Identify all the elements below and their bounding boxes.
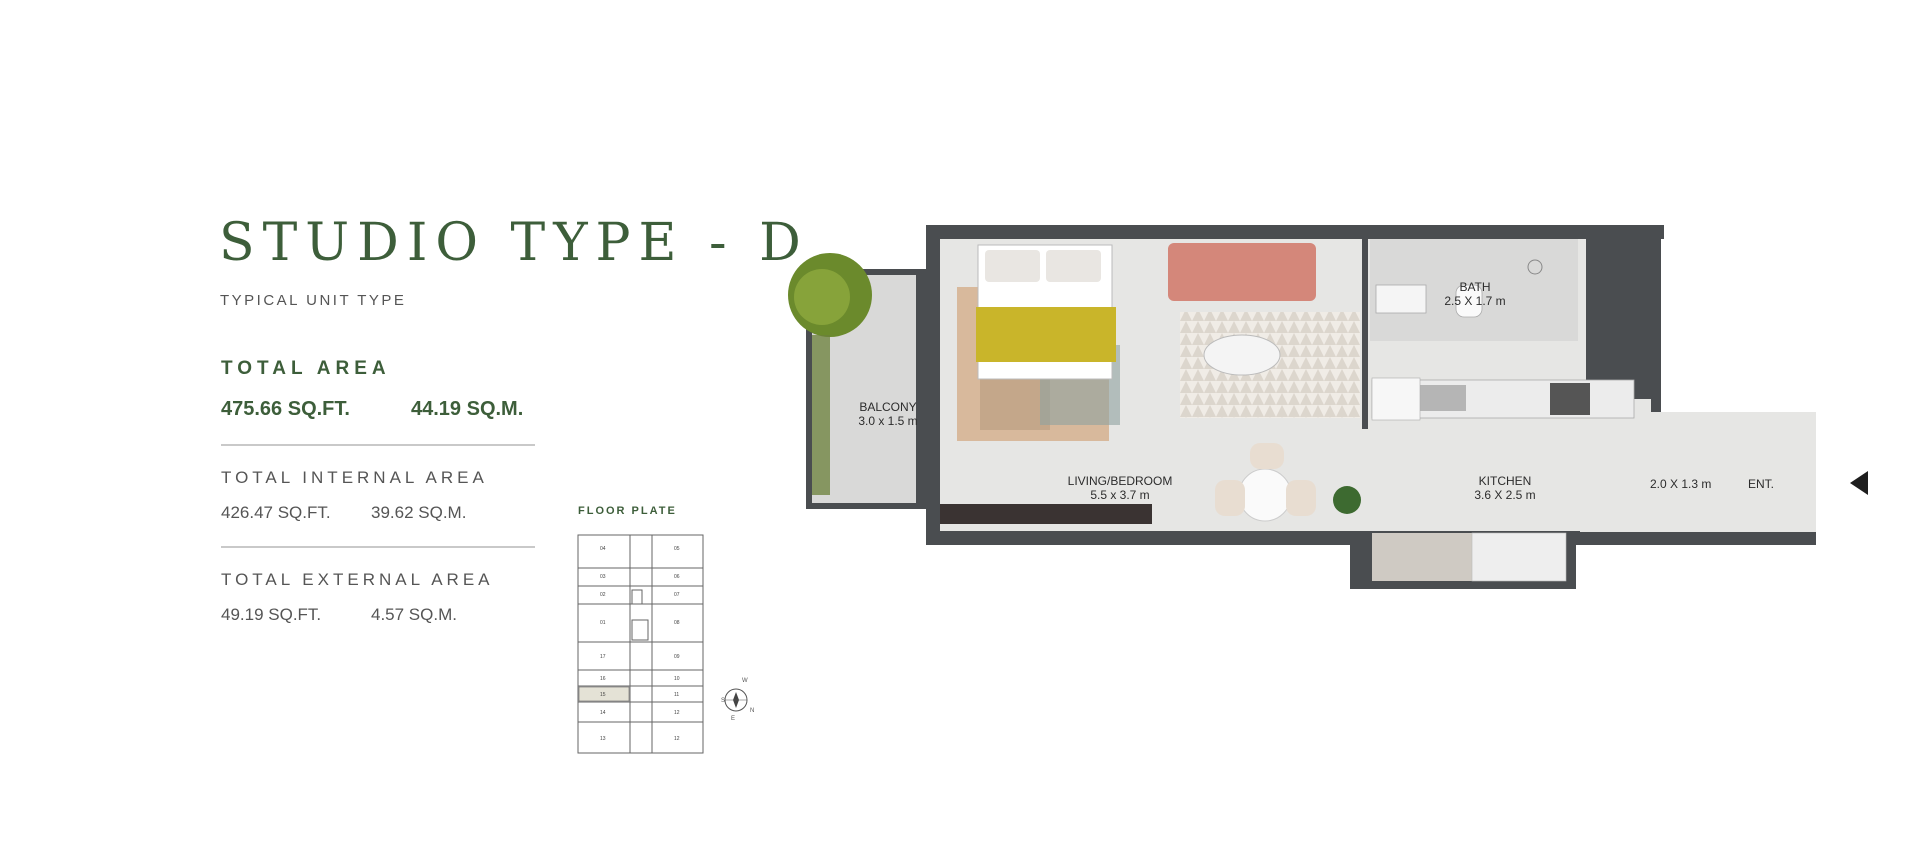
room-name: KITCHEN: [1478, 474, 1532, 488]
room-name: BALCONY: [859, 400, 917, 414]
pillow: [985, 250, 1040, 282]
plant-icon: [1333, 486, 1361, 514]
internal-area-sqft: 426.47 SQ.FT.: [221, 503, 331, 522]
floor-plate-unit-number: 08: [674, 620, 680, 626]
floor-plate-unit-number: 02: [600, 592, 606, 598]
studio-floor-plan: [788, 225, 1870, 595]
room-dims: 3.6 X 2.5 m: [1474, 488, 1536, 502]
room-dims: 2.5 X 1.7 m: [1444, 294, 1506, 308]
floor-plate-unit-number: 13: [600, 736, 606, 742]
floor-plate-unit-number: 16: [600, 676, 606, 682]
breakfast-bar: [1372, 533, 1472, 581]
room-name: LIVING/BEDROOM: [1067, 474, 1173, 488]
dining-table: [1238, 468, 1292, 522]
floor-plate-unit-number: 01: [600, 620, 606, 626]
kitchen-label: KITCHEN 3.6 X 2.5 m: [1460, 474, 1550, 502]
entrance-dims-label: 2.0 X 1.3 m: [1650, 477, 1712, 491]
room-dims: 5.5 x 3.7 m: [1090, 488, 1150, 502]
chair: [1286, 480, 1316, 516]
floor-plate-label: FLOOR PLATE: [578, 505, 677, 517]
external-area-sqft: 49.19 SQ.FT.: [221, 605, 322, 624]
floor-plate-unit-number: 12: [674, 710, 680, 716]
entrance-arrow-icon: [1850, 471, 1868, 495]
coffee-table: [1203, 334, 1281, 376]
total-area-sqm: 44.19 SQ.M.: [411, 398, 524, 420]
highlighted-unit: [578, 686, 630, 702]
floor-plate-unit-number: 15: [600, 692, 606, 698]
external-area-heading: TOTAL EXTERNAL AREA: [221, 570, 494, 589]
floor-plate-unit-number: 12: [674, 736, 680, 742]
total-area-heading: TOTAL AREA: [221, 358, 391, 379]
floor-plate-unit-number: 14: [600, 710, 606, 716]
sofa: [1168, 243, 1316, 301]
divider: [221, 546, 535, 548]
compass-icon: [724, 688, 748, 712]
entrance-label: ENT.: [1748, 477, 1775, 491]
hob: [1550, 383, 1590, 415]
throw-blanket: [976, 307, 1116, 362]
internal-area-heading: TOTAL INTERNAL AREA: [221, 468, 488, 487]
room-name: BATH: [1459, 280, 1491, 294]
unit-type-subtitle: TYPICAL UNIT TYPE: [220, 292, 407, 309]
internal-area-sqm: 39.62 SQ.M.: [371, 503, 467, 522]
floor-plate-diagram: 04 05 03 06 02 07 01 08 17 09 16 10 15 11 14 12 13 12 W S…: [577, 534, 754, 754]
floor-plate-unit-number: 07: [674, 592, 680, 598]
chair: [1215, 480, 1245, 516]
floor-plate-unit-number: 06: [674, 574, 680, 580]
page-title: STUDIO TYPE - D: [219, 213, 809, 273]
divider: [221, 444, 535, 446]
balcony-label: BALCONY 3.0 x 1.5 m: [848, 400, 928, 428]
external-area-sqm: 4.57 SQ.M.: [371, 605, 457, 624]
sink: [1420, 385, 1466, 411]
bath-label: BATH 2.5 X 1.7 m: [1435, 280, 1515, 308]
floor-plate-unit-number: 09: [674, 654, 680, 660]
pillow: [1046, 250, 1101, 282]
floor-plate-unit-number: 11: [674, 692, 679, 698]
wardrobe: [940, 504, 1152, 524]
room-dims: 3.0 x 1.5 m: [858, 414, 918, 428]
shower-icon: [1527, 259, 1543, 275]
compass-n: N: [750, 708, 754, 714]
living-bedroom-label: LIVING/BEDROOM 5.5 x 3.7 m: [1040, 474, 1200, 502]
vanity: [1375, 284, 1427, 314]
compass-e: E: [731, 716, 735, 722]
toilet: [1455, 284, 1483, 318]
total-area-sqft: 475.66 SQ.FT.: [221, 398, 350, 420]
chair: [1250, 443, 1284, 469]
floor-plate-unit-number: 03: [600, 574, 606, 580]
floor-plate-unit-number: 05: [674, 546, 680, 552]
floor-plate-unit-number: 17: [600, 654, 606, 660]
compass-w: W: [742, 678, 748, 684]
compass-s: S: [721, 698, 725, 704]
floor-plate-unit-number: 04: [600, 546, 606, 552]
floor-plate-unit-number: 10: [674, 676, 680, 682]
